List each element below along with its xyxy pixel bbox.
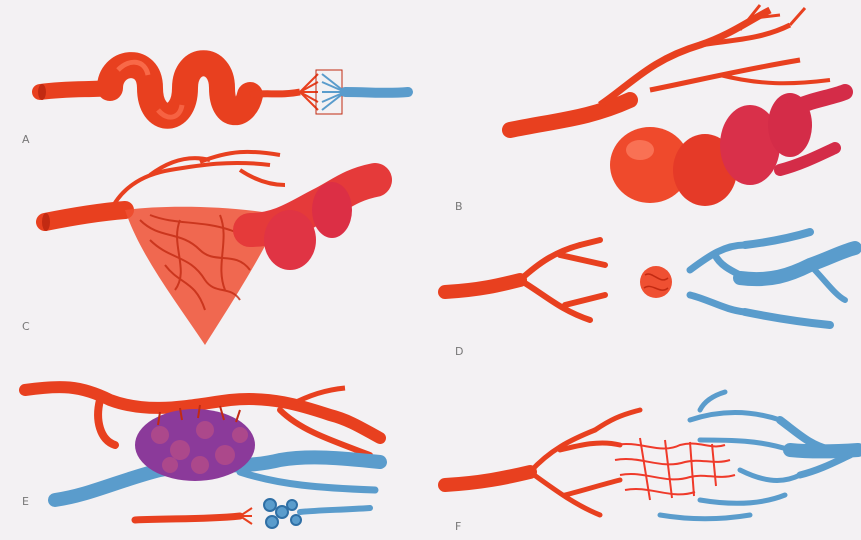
panel-label-a: A [22, 133, 30, 146]
panel-label-b: B [455, 200, 463, 213]
panel-label-d: D [455, 345, 463, 358]
panel-b-illustration [510, 5, 845, 206]
panel-label-e: E [22, 495, 29, 508]
panel-label-f: F [455, 520, 461, 533]
panel-a-illustration [38, 62, 408, 117]
panel-f-illustration [445, 392, 858, 519]
panel-e-illustration [25, 387, 380, 528]
panel-label-c: C [22, 320, 30, 333]
panel-d-illustration [445, 232, 855, 325]
panel-c-illustration [42, 152, 375, 345]
